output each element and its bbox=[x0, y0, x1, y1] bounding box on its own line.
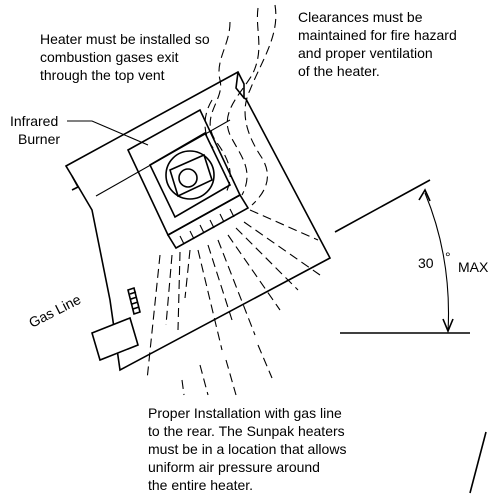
installation-note-line-1: Proper Installation with gas line bbox=[148, 405, 342, 421]
gas-line-label: Gas Line bbox=[26, 291, 83, 331]
burner-label-line-2: Burner bbox=[18, 131, 60, 147]
ray-3 bbox=[177, 251, 181, 331]
angle-indicator: 30 ° MAX bbox=[334, 179, 489, 334]
installation-note-line-3: must be in a location that allows bbox=[148, 441, 346, 457]
radiation-rays bbox=[146, 209, 321, 396]
ray-9 bbox=[235, 227, 299, 291]
gas-flow-line-2 bbox=[226, 7, 260, 196]
top-vent-note-line-1: Heater must be installed so bbox=[40, 31, 210, 47]
installation-note-line-5: the entire heater. bbox=[148, 477, 253, 493]
burner-grill-frame bbox=[166, 193, 250, 250]
gas-flow-line-3 bbox=[244, 4, 277, 206]
gas-flow-line-1 bbox=[209, 21, 231, 196]
heater-outline bbox=[64, 70, 332, 372]
burner-dial-rect bbox=[169, 153, 213, 198]
burner-dial-outer bbox=[165, 150, 215, 200]
ray-14 bbox=[225, 359, 237, 396]
angle-arc bbox=[424, 192, 450, 333]
infrared-burner bbox=[126, 108, 250, 250]
angle-max-label: MAX bbox=[458, 259, 489, 275]
angle-degree-symbol: ° bbox=[445, 249, 451, 265]
gas-flow-line-4 bbox=[204, 99, 216, 151]
ray-5 bbox=[197, 249, 223, 351]
gas-line-fitting bbox=[127, 286, 141, 316]
top-vent-note: Heater must be installed so combustion g… bbox=[40, 31, 214, 83]
ray-4 bbox=[184, 249, 191, 299]
heater-left-flange bbox=[71, 175, 80, 191]
clearances-note-line-1: Clearances must be bbox=[298, 9, 423, 25]
burner-inner-box bbox=[148, 131, 232, 219]
ray-7 bbox=[217, 239, 256, 336]
ray-2 bbox=[165, 254, 173, 326]
ray-10 bbox=[243, 221, 321, 276]
angle-arrow-bottom bbox=[442, 318, 454, 334]
ray-13 bbox=[199, 364, 209, 396]
gas-line: Gas Line bbox=[26, 286, 141, 362]
installation-note-line-4: uniform air pressure around bbox=[148, 459, 320, 475]
installation-note-line-2: to the rear. The Sunpak heaters bbox=[148, 423, 345, 439]
angle-arrow-top bbox=[418, 188, 431, 202]
ray-15 bbox=[257, 344, 273, 379]
heater-housing bbox=[64, 70, 332, 372]
burner-label-line-1: Infrared bbox=[10, 113, 58, 129]
installation-note: Proper Installation with gas line to the… bbox=[148, 405, 350, 493]
heater-top-lip bbox=[235, 71, 245, 99]
ray-8 bbox=[227, 234, 281, 311]
top-vent-note-line-2: combustion gases exit bbox=[40, 49, 179, 65]
combustion-gas-flow bbox=[204, 4, 277, 206]
burner-leader-line bbox=[67, 120, 149, 146]
angle-tilted-line bbox=[334, 179, 431, 233]
clearances-note-line-4: of the heater. bbox=[298, 63, 380, 79]
clearances-note-line-2: maintained for fire hazard bbox=[298, 27, 457, 43]
ray-11 bbox=[249, 209, 319, 241]
clearances-note: Clearances must be maintained for fire h… bbox=[298, 9, 461, 79]
clearances-note-line-3: and proper ventilation bbox=[298, 45, 433, 61]
burner-dial-inner bbox=[178, 168, 198, 188]
gas-line-pipe bbox=[91, 316, 139, 362]
burner-label: Infrared Burner bbox=[10, 113, 62, 147]
ray-12 bbox=[181, 379, 185, 396]
ray-1 bbox=[146, 254, 161, 381]
angle-value: 30 bbox=[418, 255, 434, 271]
edge-mark bbox=[469, 431, 487, 494]
top-vent-note-line-3: through the top vent bbox=[40, 67, 165, 83]
burner-grill-bars bbox=[179, 208, 235, 245]
